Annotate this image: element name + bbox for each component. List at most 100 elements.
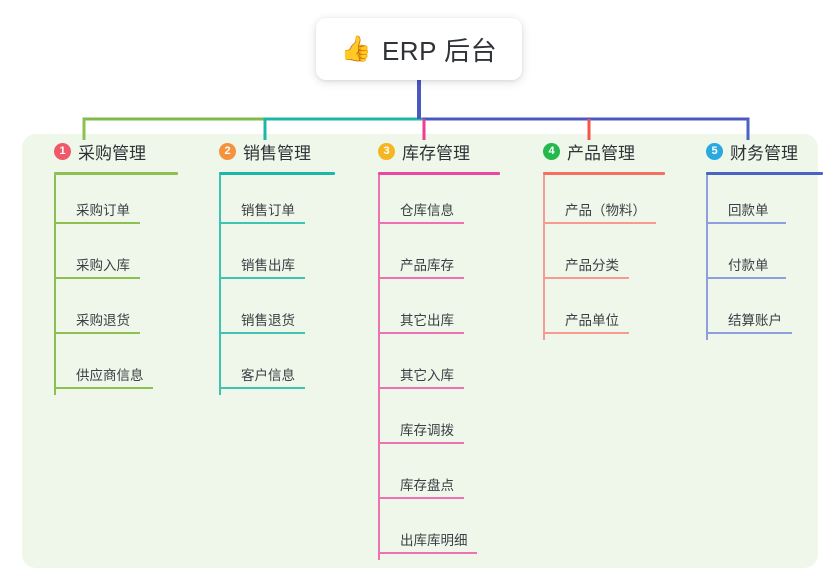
leaf-item[interactable]: 供应商信息 [54, 340, 188, 395]
leaf-label: 产品（物料） [565, 203, 646, 218]
leaf-item[interactable]: 产品（物料） [543, 175, 687, 230]
leaf-rail [219, 285, 221, 340]
leaf-rail [706, 285, 708, 340]
leaf-rail [378, 505, 380, 560]
leaf-label: 采购订单 [76, 203, 130, 218]
leaf-label: 销售订单 [241, 203, 295, 218]
branch-underline [378, 172, 500, 175]
branch-underline [219, 172, 335, 175]
branch-title: 库存管理 [402, 143, 470, 163]
leaf-item[interactable]: 销售订单 [219, 175, 353, 230]
leaf-label: 仓库信息 [400, 203, 454, 218]
leaf-item[interactable]: 客户信息 [219, 340, 353, 395]
branch-header-1[interactable]: 1 采购管理 [38, 134, 188, 168]
leaf-item[interactable]: 采购订单 [54, 175, 188, 230]
leaf-label: 库存盘点 [400, 478, 454, 493]
leaf-rail [378, 450, 380, 505]
branch-leaf-list: 销售订单销售出库销售退货客户信息 [219, 175, 353, 395]
leaf-item[interactable]: 其它出库 [378, 285, 522, 340]
leaf-label: 出库库明细 [400, 533, 468, 548]
leaf-item[interactable]: 销售退货 [219, 285, 353, 340]
branch-title: 采购管理 [78, 143, 146, 163]
diagram-panel [22, 134, 818, 568]
leaf-item[interactable]: 仓库信息 [378, 175, 522, 230]
leaf-underline [54, 332, 140, 334]
leaf-underline [706, 277, 786, 279]
branch-leaf-list: 产品（物料） 产品分类产品单位 [543, 175, 687, 340]
leaf-underline [219, 332, 305, 334]
leaf-rail [543, 230, 545, 285]
leaf-label: 产品分类 [565, 258, 619, 273]
leaf-label: 供应商信息 [76, 368, 144, 383]
leaf-underline [706, 222, 786, 224]
leaf-rail [543, 285, 545, 340]
leaf-label: 采购入库 [76, 258, 130, 273]
branch-leaf-list: 回款单付款单结算账户 [706, 175, 839, 340]
leaf-underline [378, 497, 464, 499]
branch-title: 销售管理 [243, 143, 311, 163]
branch-column-3: 3 库存管理仓库信息产品库存其它出库其它入库库存调拨库存盘点出库库明细 [362, 134, 522, 560]
branch-header-3[interactable]: 3 库存管理 [362, 134, 522, 168]
leaf-label: 其它入库 [400, 368, 454, 383]
leaf-underline [378, 442, 464, 444]
branch-underline [543, 172, 665, 175]
leaf-rail [54, 340, 56, 395]
leaf-underline [378, 332, 464, 334]
leaf-underline [219, 277, 305, 279]
branch-number-badge: 3 [378, 142, 395, 160]
leaf-item[interactable]: 结算账户 [706, 285, 839, 340]
leaf-rail [378, 340, 380, 395]
leaf-label: 其它出库 [400, 313, 454, 328]
leaf-item[interactable]: 产品单位 [543, 285, 687, 340]
leaf-underline [219, 222, 305, 224]
leaf-rail [378, 230, 380, 285]
leaf-item[interactable]: 采购退货 [54, 285, 188, 340]
leaf-rail [219, 230, 221, 285]
leaf-item[interactable]: 库存盘点 [378, 450, 522, 505]
leaf-item[interactable]: 产品库存 [378, 230, 522, 285]
branch-title: 产品管理 [567, 143, 635, 163]
thumbs-up-icon: 👍 [340, 34, 372, 63]
leaf-underline [378, 222, 464, 224]
leaf-rail [54, 285, 56, 340]
leaf-label: 库存调拨 [400, 423, 454, 438]
leaf-underline [543, 277, 629, 279]
branch-column-1: 1 采购管理采购订单采购入库采购退货供应商信息 [38, 134, 188, 395]
leaf-rail [378, 395, 380, 450]
branch-leaf-list: 采购订单采购入库采购退货供应商信息 [54, 175, 188, 395]
branch-number-badge: 2 [219, 142, 236, 160]
branch-number-badge: 5 [706, 142, 723, 160]
leaf-label: 回款单 [728, 203, 769, 218]
leaf-rail [219, 340, 221, 395]
leaf-underline [706, 332, 792, 334]
leaf-item[interactable]: 销售出库 [219, 230, 353, 285]
leaf-label: 采购退货 [76, 313, 130, 328]
leaf-underline [378, 387, 464, 389]
root-node-title: ERP 后台 [381, 35, 498, 66]
leaf-rail [54, 230, 56, 285]
leaf-item[interactable]: 付款单 [706, 230, 839, 285]
leaf-item[interactable]: 回款单 [706, 175, 839, 230]
branch-number-badge: 1 [54, 142, 71, 160]
branch-underline [706, 172, 823, 175]
leaf-rail [378, 285, 380, 340]
branch-header-2[interactable]: 2 销售管理 [203, 134, 353, 168]
root-node-card[interactable]: 👍 ERP 后台 [316, 18, 522, 80]
leaf-underline [219, 387, 305, 389]
leaf-rail [219, 175, 221, 230]
branch-column-2: 2 销售管理销售订单销售出库销售退货客户信息 [203, 134, 353, 395]
leaf-item[interactable]: 出库库明细 [378, 505, 522, 560]
leaf-rail [706, 230, 708, 285]
branch-underline [54, 172, 178, 175]
leaf-item[interactable]: 库存调拨 [378, 395, 522, 450]
leaf-item[interactable]: 其它入库 [378, 340, 522, 395]
leaf-rail [54, 175, 56, 230]
leaf-underline [378, 552, 477, 554]
leaf-item[interactable]: 采购入库 [54, 230, 188, 285]
leaf-underline [543, 332, 629, 334]
leaf-item[interactable]: 产品分类 [543, 230, 687, 285]
leaf-label: 产品库存 [400, 258, 454, 273]
